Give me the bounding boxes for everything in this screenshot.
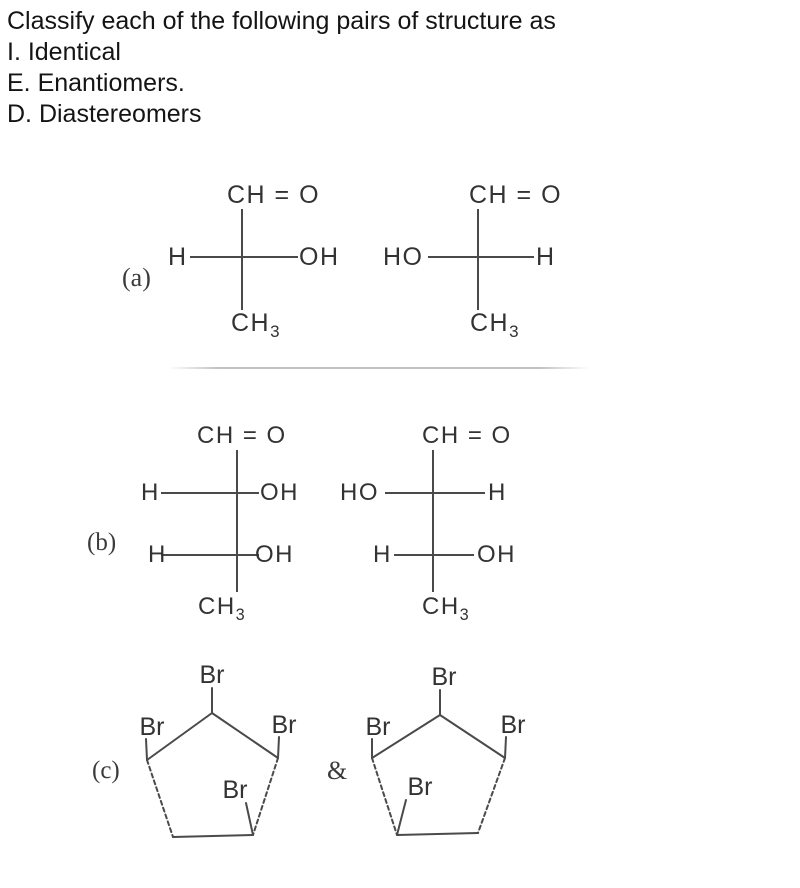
substituent-left: H: [168, 243, 188, 271]
formula-bottom: CH3: [231, 309, 280, 346]
formula-bottom-base: CH: [422, 593, 460, 620]
ring-edge-left-dashed: [371, 757, 398, 836]
cyclopentane-c-left: Br Br Br Br: [140, 661, 297, 838]
fischer-a-left: CH = O H OH CH3: [165, 180, 350, 345]
formula-bottom-sub: 3: [509, 322, 519, 341]
horizontal-bond-2: [161, 554, 259, 556]
substituent-row2-left: H: [373, 541, 392, 568]
question-header: Classify each of the following pairs of …: [7, 6, 556, 130]
ring-edge-right-dashed: [477, 757, 506, 834]
horizontal-bond-2: [394, 554, 474, 556]
ring-edge-bottom: [396, 832, 479, 836]
part-b-label: (b): [87, 529, 117, 556]
br-label-right: Br: [272, 711, 297, 739]
formula-bottom-base: CH: [231, 309, 271, 337]
ampersand-separator: &: [327, 756, 348, 785]
vertical-bond: [477, 209, 479, 310]
ring-edge-top-right: [439, 714, 506, 759]
formula-bottom: CH3: [470, 309, 519, 346]
substituent-bond-right: [277, 736, 280, 759]
ring-edge-bottom: [172, 834, 254, 838]
ring-edge-left-dashed: [146, 759, 174, 838]
ring-edge-top-left: [146, 712, 213, 761]
br-label-left: Br: [140, 713, 165, 741]
br-label-top: Br: [432, 663, 457, 691]
br-label-left: Br: [366, 713, 391, 741]
substituent-right: OH: [299, 243, 340, 271]
substituent-row2-right: OH: [255, 541, 294, 568]
vertical-bond: [432, 450, 434, 592]
vertical-bond: [241, 209, 243, 310]
ring-edge-top-right: [211, 712, 279, 759]
horizontal-bond: [190, 256, 298, 258]
br-label-right: Br: [501, 711, 526, 739]
formula-top: CH = O: [469, 181, 563, 209]
part-a-label: (a): [122, 263, 151, 292]
horizontal-bond-1: [161, 492, 259, 494]
substituent-left: HO: [383, 243, 424, 271]
formula-bottom-sub: 3: [270, 322, 280, 341]
option-identical: I. Identical: [7, 38, 121, 66]
ring-edge-right-dashed: [252, 757, 279, 836]
br-label-inner: Br: [408, 773, 433, 801]
question-text: Classify each of the following pairs of …: [7, 7, 556, 35]
cyclopentane-c-right: Br Br Br Br: [366, 663, 526, 836]
fischer-b-right: CH = O HO H H OH CH3: [340, 420, 525, 635]
substituent-row2-right: OH: [477, 541, 516, 568]
fischer-a-right: CH = O HO H CH3: [383, 180, 578, 345]
substituent-bond-inner: [245, 802, 254, 836]
substituent-row1-left: HO: [340, 479, 379, 506]
br-label-top: Br: [200, 661, 225, 689]
substituent-row2-left: H: [148, 541, 167, 568]
section-divider: [168, 367, 590, 369]
formula-bottom: CH3: [422, 593, 469, 629]
fischer-b-left: CH = O H OH H OH CH3: [135, 420, 315, 635]
formula-bottom-sub: 3: [235, 605, 245, 624]
formula-top: CH = O: [227, 181, 321, 209]
br-label-inner: Br: [223, 776, 248, 804]
formula-bottom-base: CH: [198, 593, 236, 620]
horizontal-bond-1: [385, 492, 485, 494]
formula-bottom: CH3: [198, 593, 245, 629]
formula-top: CH = O: [197, 422, 287, 449]
substituent-bond-inner: [396, 799, 407, 836]
formula-bottom-sub: 3: [459, 605, 469, 624]
substituent-bond-right: [504, 736, 507, 759]
horizontal-bond: [428, 256, 534, 258]
option-enantiomers: E. Enantiomers.: [7, 69, 185, 97]
vertical-bond: [236, 450, 238, 592]
substituent-bond-left: [145, 738, 148, 761]
substituent-row1-right: OH: [260, 479, 299, 506]
substituent-row1-left: H: [141, 479, 160, 506]
part-c-label: (c): [92, 757, 120, 784]
formula-top: CH = O: [422, 422, 512, 449]
substituent-right: H: [536, 243, 556, 271]
option-diastereomers: D. Diastereomers: [7, 100, 202, 128]
substituent-row1-right: H: [488, 479, 507, 506]
ring-edge-top-left: [371, 714, 441, 759]
formula-bottom-base: CH: [470, 309, 510, 337]
